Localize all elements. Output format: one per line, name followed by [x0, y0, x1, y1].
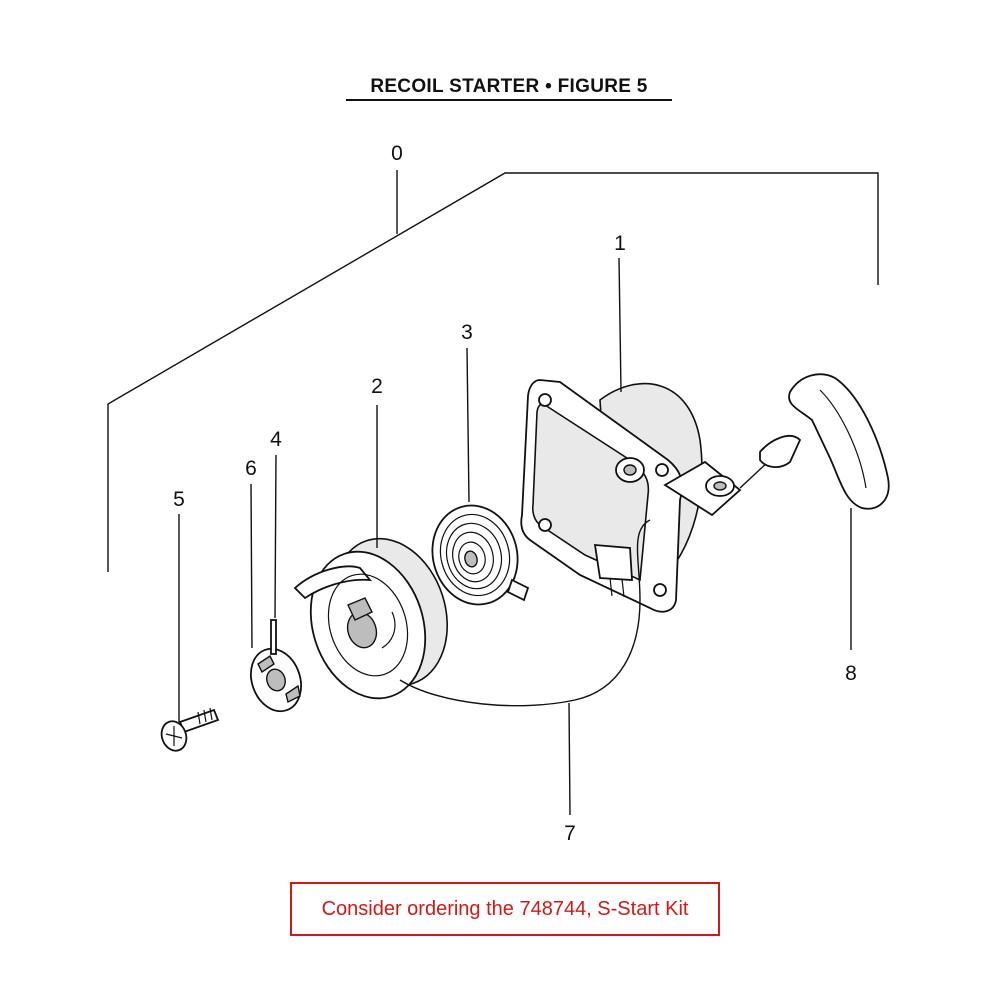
ratchet-washer [250, 483, 302, 713]
callout-3: 3 [461, 321, 473, 344]
callout-6: 6 [245, 457, 257, 480]
figure-title: RECOIL STARTER • FIGURE 5 [346, 76, 672, 101]
spring-pin [270, 454, 277, 655]
callout-8: 8 [845, 662, 857, 685]
callout-7: 7 [564, 822, 576, 845]
rope-pulley [293, 405, 449, 700]
kit-note-text: Consider ordering the 748744, S-Start Ki… [321, 897, 689, 920]
callout-5: 5 [173, 488, 185, 511]
callout-1: 1 [614, 232, 626, 255]
callout-4: 4 [270, 428, 282, 451]
center-screw [160, 514, 220, 752]
starter-rope [399, 519, 651, 816]
assembly-bracket [107, 170, 879, 572]
kit-note: Consider ordering the 748744, S-Start Ki… [290, 882, 720, 936]
starter-handle [739, 373, 890, 650]
starter-housing [520, 257, 742, 613]
callout-2: 2 [371, 375, 383, 398]
callout-0: 0 [391, 142, 403, 165]
recoil-spring [431, 347, 530, 606]
